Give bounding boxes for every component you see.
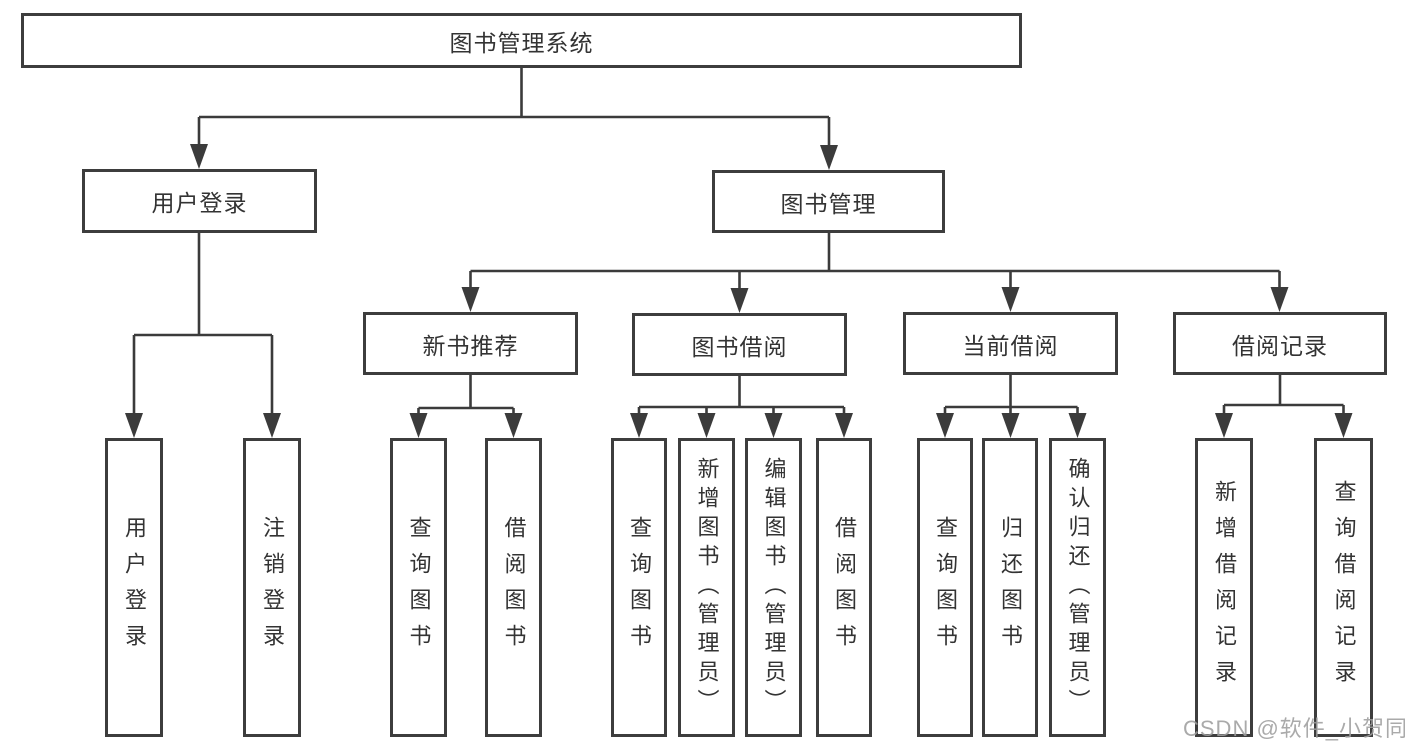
leaf-query-borrow-record: 查询借阅记录 — [1314, 438, 1373, 737]
node-new-book-recommend-label: 新书推荐 — [422, 332, 519, 359]
leaf-query-books-current: 查询图书 — [917, 438, 973, 737]
leaf-add-books-admin: 新增图书（管理员） — [678, 438, 735, 737]
node-book-borrowing: 图书借阅 — [632, 313, 847, 376]
node-current-borrowing: 当前借阅 — [903, 312, 1118, 375]
leaf-add-borrow-record: 新增借阅记录 — [1195, 438, 1253, 737]
leaf-edit-books-admin: 编辑图书（管理员） — [745, 438, 802, 737]
leaf-logout: 注销登录 — [243, 438, 301, 737]
node-borrowing-records-label: 借阅记录 — [1232, 332, 1328, 359]
node-book-borrowing-label: 图书借阅 — [691, 333, 788, 360]
node-new-book-recommend: 新书推荐 — [363, 312, 578, 375]
node-borrowing-records: 借阅记录 — [1173, 312, 1387, 375]
leaf-borrow-books-borrowing: 借阅图书 — [816, 438, 872, 737]
leaf-borrow-books-recommend: 借阅图书 — [485, 438, 542, 737]
leaf-confirm-return-admin: 确认归还（管理员） — [1049, 438, 1106, 737]
csdn-watermark: CSDN @软件_小贺同学 — [1183, 716, 1405, 741]
node-user-login: 用户登录 — [82, 169, 317, 233]
node-book-management-label: 图书管理 — [780, 190, 877, 217]
leaf-query-books-recommend: 查询图书 — [390, 438, 447, 737]
leaf-user-login: 用户登录 — [105, 438, 163, 737]
node-user-login-label: 用户登录 — [151, 190, 248, 216]
node-current-borrowing-label: 当前借阅 — [962, 332, 1059, 359]
leaf-return-books: 归还图书 — [982, 438, 1038, 737]
arrowheads — [125, 144, 1353, 438]
leaf-query-books-borrowing: 查询图书 — [611, 438, 667, 737]
node-library-system-label: 图书管理系统 — [449, 29, 594, 56]
node-library-system: 图书管理系统 — [21, 13, 1022, 68]
node-book-management: 图书管理 — [712, 170, 945, 233]
